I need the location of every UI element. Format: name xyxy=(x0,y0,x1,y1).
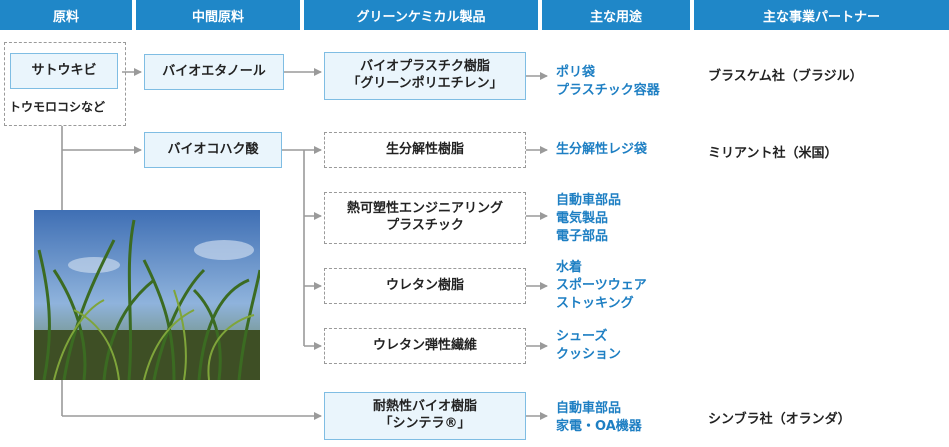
product-line: 耐熱性バイオ樹脂 xyxy=(372,399,477,415)
product-heat-resistant-resin-box: 耐熱性バイオ樹脂 「シンテラ®」 xyxy=(324,392,526,440)
use-item: 電気製品 xyxy=(556,211,609,226)
raw-sugarcane-box: サトウキビ xyxy=(10,53,118,89)
product-urethane-fiber-box: ウレタン弾性繊維 xyxy=(324,328,526,364)
product-urethane-resin-box: ウレタン樹脂 xyxy=(324,268,526,304)
use-item: スポーツウェア xyxy=(556,278,647,293)
use-item: 自動車部品 xyxy=(556,401,622,416)
raw-group xyxy=(4,42,126,126)
header-uses: 主な用途 xyxy=(542,0,690,30)
product-engineering-plastic-box: 熱可塑性エンジニアリング プラスチック xyxy=(324,192,526,244)
header-products: グリーンケミカル製品 xyxy=(304,0,538,30)
sugarcane-photo xyxy=(34,210,260,380)
intermediate-bioethanol-box: バイオエタノール xyxy=(144,54,284,90)
header-partners: 主な事業パートナー xyxy=(694,0,949,30)
uses-group-5: シューズ クッション xyxy=(556,328,621,364)
product-biodegradable-resin-box: 生分解性樹脂 xyxy=(324,132,526,168)
use-item: 水着 xyxy=(556,260,583,275)
product-line: 「シンテラ®」 xyxy=(379,416,471,431)
use-item: 家電・OA機器 xyxy=(556,419,642,434)
use-item: 電子部品 xyxy=(556,229,609,244)
use-item: シューズ xyxy=(556,329,608,344)
header-raw: 原料 xyxy=(0,0,132,30)
use-item: 自動車部品 xyxy=(556,193,622,208)
partner-braskem: ブラスケム社（ブラジル） xyxy=(708,69,863,84)
partner-synbra: シンブラ社（オランダ） xyxy=(708,412,851,427)
product-line: 「グリーンポリエチレン」 xyxy=(347,76,503,91)
use-item: クッション xyxy=(556,347,622,362)
uses-group-1: ポリ袋 プラスチック容器 xyxy=(556,64,660,100)
use-item: ストッキング xyxy=(556,296,634,311)
product-line: バイオプラスチク樹脂 xyxy=(360,59,490,75)
header-intermediate: 中間原料 xyxy=(136,0,300,30)
partner-myriant: ミリアント社（米国） xyxy=(708,146,838,161)
raw-corn-label: トウモロコシなど xyxy=(9,100,106,114)
product-line: プラスチック xyxy=(386,218,464,233)
uses-group-2: 生分解性レジ袋 xyxy=(556,141,647,159)
uses-group-6: 自動車部品 家電・OA機器 xyxy=(556,400,642,436)
product-green-polyethylene-box: バイオプラスチク樹脂 「グリーンポリエチレン」 xyxy=(324,52,526,100)
use-item: 生分解性レジ袋 xyxy=(556,142,648,157)
uses-group-4: 水着 スポーツウェア ストッキング xyxy=(556,259,647,313)
intermediate-succinic-acid-box: バイオコハク酸 xyxy=(144,132,282,168)
product-line: 熱可塑性エンジニアリング xyxy=(346,201,503,217)
use-item: プラスチック容器 xyxy=(556,83,660,98)
uses-group-3: 自動車部品 電気製品 電子部品 xyxy=(556,192,621,246)
use-item: ポリ袋 xyxy=(556,65,596,80)
